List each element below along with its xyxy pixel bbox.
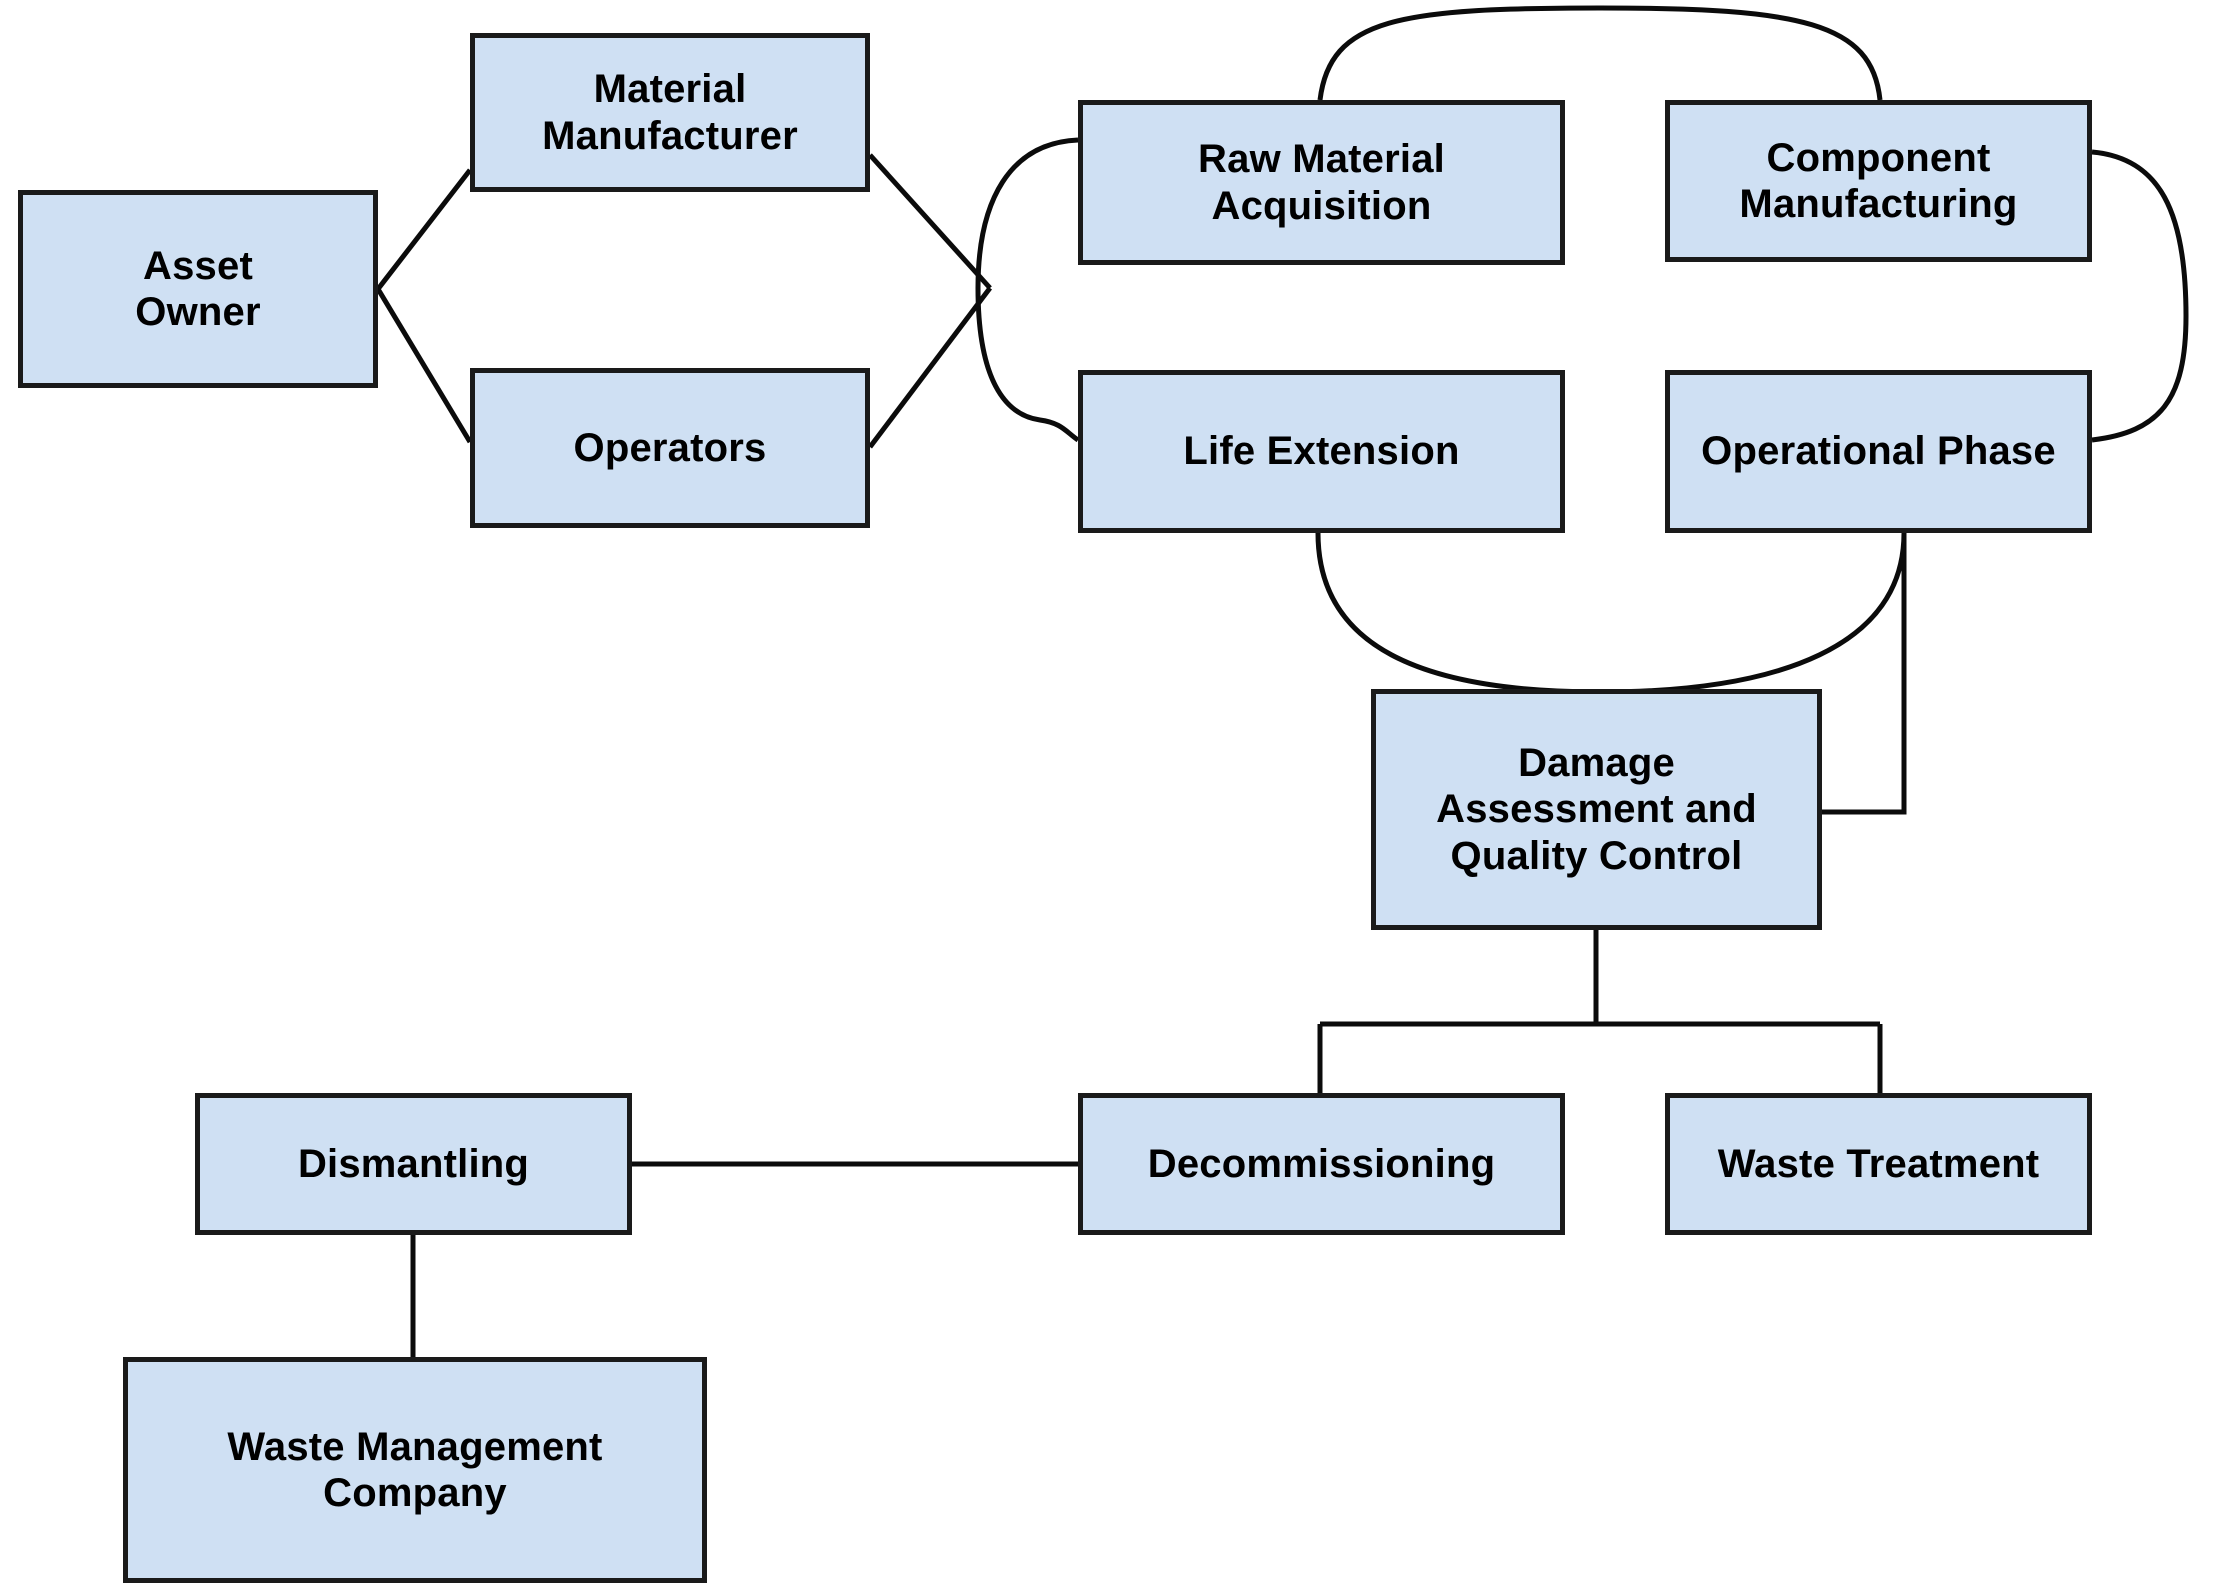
edge-life-extension-to-operational-phase xyxy=(1315,532,1907,695)
edge-asset-owner-to-operators xyxy=(375,287,473,444)
node-operational-phase[interactable]: Operational Phase xyxy=(1665,370,2092,533)
node-waste-treatment-label: Waste Treatment xyxy=(1717,1141,2040,1186)
node-waste-management-company-label: Waste Management Company xyxy=(227,1424,603,1515)
node-waste-treatment[interactable]: Waste Treatment xyxy=(1665,1093,2092,1235)
edge-raw-material-acquisition-to-component-manufacturing xyxy=(1317,5,1883,101)
node-asset-owner-label: Asset Owner xyxy=(135,243,261,334)
node-operational-phase-label: Operational Phase xyxy=(1701,429,2056,474)
node-decommissioning-label: Decommissioning xyxy=(1147,1141,1496,1186)
node-raw-material-acquisition-label: Raw Material Acquisition xyxy=(1198,137,1445,228)
node-life-extension-label: Life Extension xyxy=(1183,429,1460,474)
node-decommissioning[interactable]: Decommissioning xyxy=(1078,1093,1565,1235)
node-operators-label: Operators xyxy=(573,425,767,470)
edge-material-manufacturer-to-hub xyxy=(868,153,992,290)
edge-asset-owner-to-material-manufacturer xyxy=(376,168,472,291)
node-operators[interactable]: Operators xyxy=(470,368,870,528)
node-damage-assessment-and-quality-control-label: Damage Assessment and Quality Control xyxy=(1436,740,1757,878)
node-waste-management-company[interactable]: Waste Management Company xyxy=(123,1357,707,1583)
node-material-manufacturer-label: Material Manufacturer xyxy=(542,67,798,158)
node-life-extension[interactable]: Life Extension xyxy=(1078,370,1565,533)
edge-operational-phase-to-damage-assessment xyxy=(1822,533,1907,815)
node-asset-owner[interactable]: Asset Owner xyxy=(18,190,378,388)
node-material-manufacturer[interactable]: Material Manufacturer xyxy=(470,33,870,192)
edge-hub-to-raw-material-acquisition xyxy=(975,137,1079,289)
edge-component-manufacturing-to-operational-phase xyxy=(2091,149,2189,443)
node-component-manufacturing[interactable]: Component Manufacturing xyxy=(1665,100,2092,262)
node-dismantling-label: Dismantling xyxy=(297,1141,530,1186)
node-raw-material-acquisition[interactable]: Raw Material Acquisition xyxy=(1078,100,1565,265)
node-component-manufacturing-label: Component Manufacturing xyxy=(1739,135,2018,226)
edge-operators-to-hub xyxy=(868,286,992,449)
edge-hub-to-life-extension xyxy=(975,287,1080,443)
node-damage-assessment-and-quality-control[interactable]: Damage Assessment and Quality Control xyxy=(1371,689,1822,930)
node-dismantling[interactable]: Dismantling xyxy=(195,1093,632,1235)
